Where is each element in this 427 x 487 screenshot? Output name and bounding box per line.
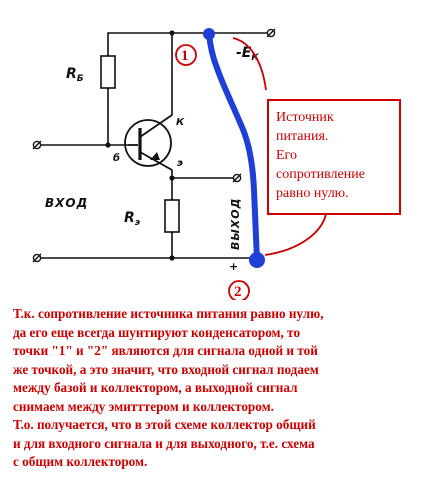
marker-circle-2 [228,280,250,300]
transistor-emitter-lead [139,151,173,171]
emitter-follower-schematic: RБ Rэ К б э -EК ВХОД ВЫХОД + Источник пи… [32,28,401,300]
terminal-input-bottom [32,253,42,263]
callout-line-2: питания. [276,129,328,144]
circuit-wires [39,32,269,259]
label-input: ВХОД [45,196,88,210]
terminals [32,28,276,263]
highlight-dot-point1 [203,28,215,40]
terminal-output [232,173,242,183]
explanation-line-1: Т.к. сопротивление источника питания рав… [13,306,324,321]
resistor-rb [100,55,116,89]
terminal-supply [266,28,276,38]
callout-line-1: Источник [276,110,334,125]
transistor-envelope [124,119,172,167]
junction-bottom [169,255,175,261]
highlight-dot-point2 [249,252,265,268]
label-output: ВЫХОД [229,198,242,250]
explanation-line-7: Т.о. получается, что в этой схеме коллек… [13,417,316,432]
label-rb: RБ [66,66,84,84]
junction-dots [105,30,175,261]
resistor-re [164,199,180,233]
callout-line-4: сопротивление [276,167,365,182]
junction-top [169,30,175,36]
callout-connector-bottom [264,213,327,256]
explanation-line-4: же точкой, а это значит, что входной сиг… [13,361,319,377]
label-emitter: э [177,158,183,169]
explanation-line-5: между базой и коллектором, а выходной си… [13,380,298,395]
junction-base [105,142,111,148]
label-base: б [113,152,120,164]
explanation-line-3: точки "1" и "2" являются для сигнала одн… [13,343,318,358]
label-collector: К [176,117,185,128]
marker-circle-1 [175,44,197,66]
callout-connector-top [232,37,267,91]
explanation-line-2: да его еще всегда шунтируют конденсаторо… [13,324,301,340]
explanation-line-8: и для входного сигнала и для выходного, … [13,435,315,451]
emitter-arrow-icon [150,152,160,160]
explanation-line-6: снимаем между эмитттером и коллектором. [13,398,274,414]
explanation-line-9: с общим коллектором. [13,454,148,469]
label-supply: -EК [236,45,259,63]
marker-label-1: 1 [181,48,189,64]
callout-line-5: равно нулю. [276,186,349,201]
callout-box [267,99,401,215]
label-re: Rэ [124,210,141,228]
callout-line-3: Его [276,148,297,163]
terminal-input-top [32,140,42,150]
transistor-symbol [124,114,173,171]
marker-label-2: 2 [234,284,242,300]
explanation-text: Т.к. сопротивление источника питания рав… [13,305,423,472]
highlight-shortcut-path [206,30,260,263]
junction-emitter [169,175,175,181]
label-bottom-terminal: + [229,260,238,273]
transistor-collector-lead [139,114,173,138]
